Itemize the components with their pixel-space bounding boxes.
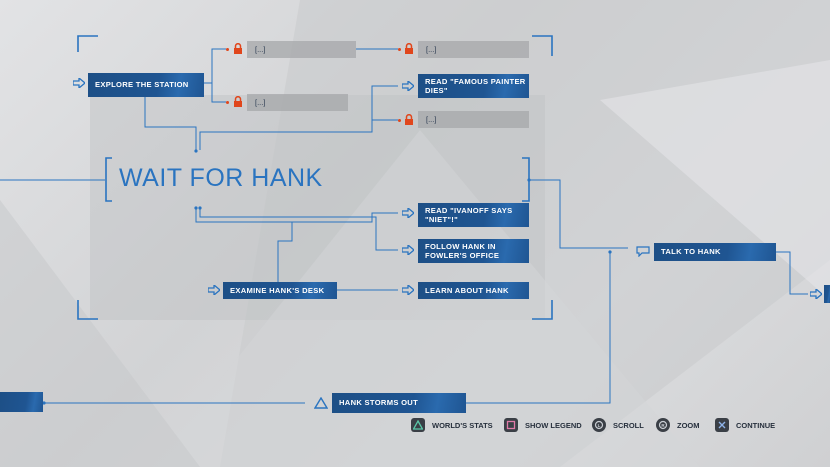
legend-show-legend[interactable]: SHOW LEGEND: [504, 418, 582, 432]
lock-dot: [398, 119, 401, 122]
node-label: READ "FAMOUS PAINTER DIES": [425, 76, 526, 95]
square-button-icon: [504, 418, 518, 432]
node-follow-hank-in-fowlers-office[interactable]: FOLLOW HANK IN FOWLER'S OFFICE: [418, 239, 529, 263]
node-label: EXPLORE THE STATION: [95, 80, 189, 90]
lock-icon: [405, 43, 413, 54]
entry-arrow-icon: [402, 245, 414, 255]
legend-scroll[interactable]: L SCROLL: [592, 418, 644, 432]
node-label: HANK STORMS OUT: [339, 398, 419, 408]
lock-icon: [405, 114, 413, 125]
node-locked[interactable]: [...]: [247, 94, 348, 111]
node-locked[interactable]: [...]: [418, 111, 529, 128]
dialogue-icon: [636, 246, 650, 257]
node-learn-about-hank[interactable]: LEARN ABOUT HANK: [418, 282, 529, 299]
node-locked[interactable]: [...]: [247, 41, 356, 58]
lock-dot: [226, 101, 229, 104]
legend-label: WORLD'S STATS: [432, 420, 493, 430]
entry-arrow-icon: [73, 78, 85, 88]
node-talk-to-hank[interactable]: TALK TO HANK: [654, 243, 776, 261]
node-label: LEARN ABOUT HANK: [425, 285, 509, 295]
lock-icon: [234, 43, 242, 54]
legend-continue[interactable]: CONTINUE: [715, 418, 775, 432]
node-locked[interactable]: [...]: [418, 41, 529, 58]
zoom-stick-icon: R: [656, 418, 670, 432]
triangle-icon: [314, 397, 328, 409]
lock-dot: [226, 48, 229, 51]
node-label: [...]: [255, 98, 266, 107]
scroll-stick-icon: L: [592, 418, 606, 432]
lock-icon: [234, 96, 242, 107]
entry-arrow-icon: [402, 208, 414, 218]
entry-arrow-icon: [208, 285, 220, 295]
triangle-button-icon: [411, 418, 425, 432]
node-offscreen-left[interactable]: [0, 392, 43, 412]
node-examine-hanks-desk[interactable]: EXAMINE HANK'S DESK: [223, 282, 337, 299]
node-label: TALK TO HANK: [661, 247, 721, 257]
node-label: [...]: [426, 115, 437, 124]
legend-label: ZOOM: [677, 420, 700, 430]
entry-arrow-icon: [810, 289, 822, 299]
node-label: [...]: [255, 45, 266, 54]
node-label: [...]: [426, 45, 437, 54]
node-read-famous-painter-dies[interactable]: READ "FAMOUS PAINTER DIES": [418, 74, 529, 98]
node-hank-storms-out[interactable]: HANK STORMS OUT: [332, 393, 466, 413]
node-offscreen-right[interactable]: [824, 285, 830, 303]
svg-text:L: L: [598, 423, 601, 428]
cross-button-icon: [715, 418, 729, 432]
node-label: FOLLOW HANK IN FOWLER'S OFFICE: [425, 241, 500, 260]
legend-label: CONTINUE: [736, 420, 776, 430]
node-label: EXAMINE HANK'S DESK: [230, 285, 325, 295]
chapter-title: WAIT FOR HANK: [119, 164, 323, 192]
node-explore-the-station[interactable]: EXPLORE THE STATION: [88, 73, 204, 97]
entry-arrow-icon: [402, 285, 414, 295]
legend-worlds-stats[interactable]: WORLD'S STATS: [411, 418, 493, 432]
node-read-ivanoff-says-niet[interactable]: READ "IVANOFF SAYS "NIET"!": [418, 203, 529, 227]
legend-label: SHOW LEGEND: [525, 420, 582, 430]
lock-dot: [398, 48, 401, 51]
node-label: READ "IVANOFF SAYS "NIET"!": [425, 205, 513, 224]
legend-zoom[interactable]: R ZOOM: [656, 418, 700, 432]
entry-arrow-icon: [402, 81, 414, 91]
legend-label: SCROLL: [613, 420, 644, 430]
svg-text:R: R: [661, 423, 665, 428]
